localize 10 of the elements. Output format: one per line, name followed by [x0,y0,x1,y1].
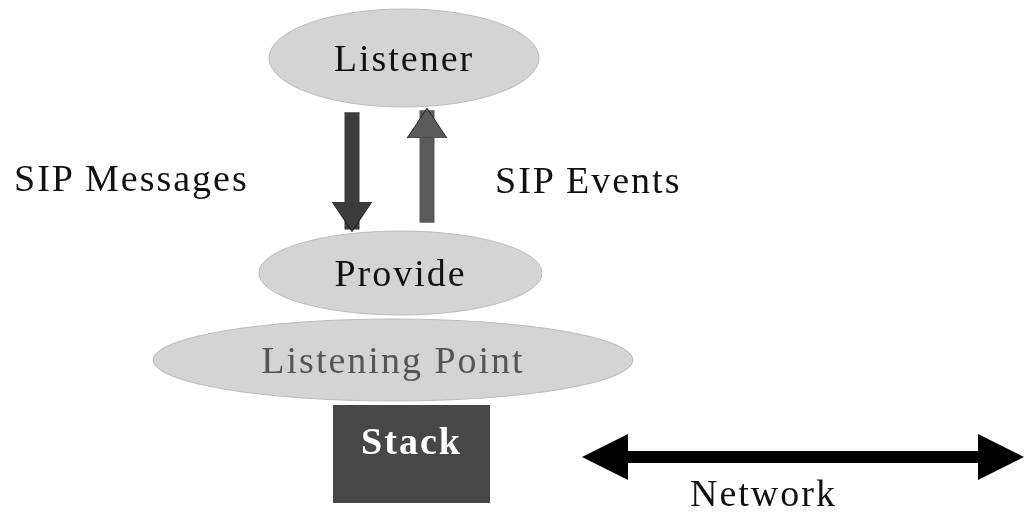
ellipse-node [152,318,634,402]
node-label: Listening Point [261,338,525,382]
node-label: Provide [334,251,467,295]
block-arrow [331,112,373,233]
node-label: Stack [361,419,462,463]
block-arrow [406,107,448,223]
stack-box [333,405,490,503]
ellipse-node [268,8,540,108]
ellipse-node [258,230,543,316]
node-label: Listener [333,36,475,80]
